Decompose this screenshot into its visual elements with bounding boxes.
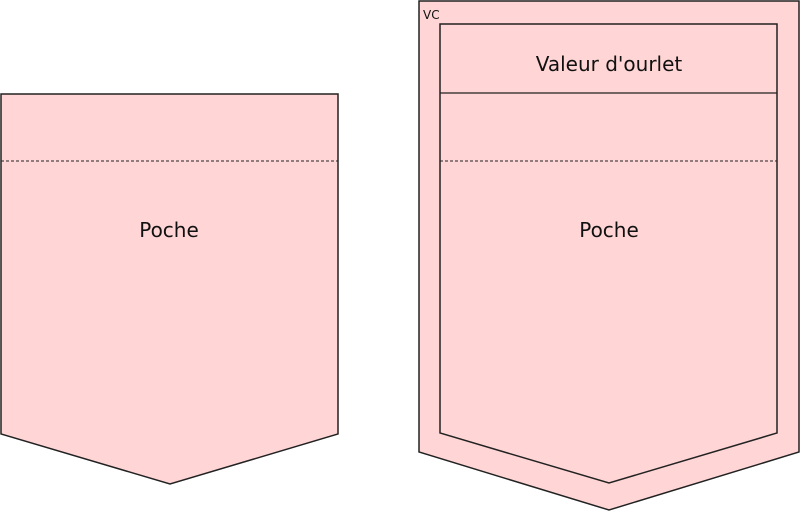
hem-label: Valeur d'ourlet [536, 52, 683, 76]
left-pocket-label: Poche [139, 218, 199, 242]
right-pocket-label: Poche [579, 218, 639, 242]
right-pocket: VC Valeur d'ourlet Poche [418, 0, 800, 511]
left-pocket: Poche [0, 93, 339, 485]
left-pocket-shape [0, 93, 339, 485]
right-pocket-shape [439, 23, 778, 484]
seam-allowance-label: VC [423, 8, 440, 22]
